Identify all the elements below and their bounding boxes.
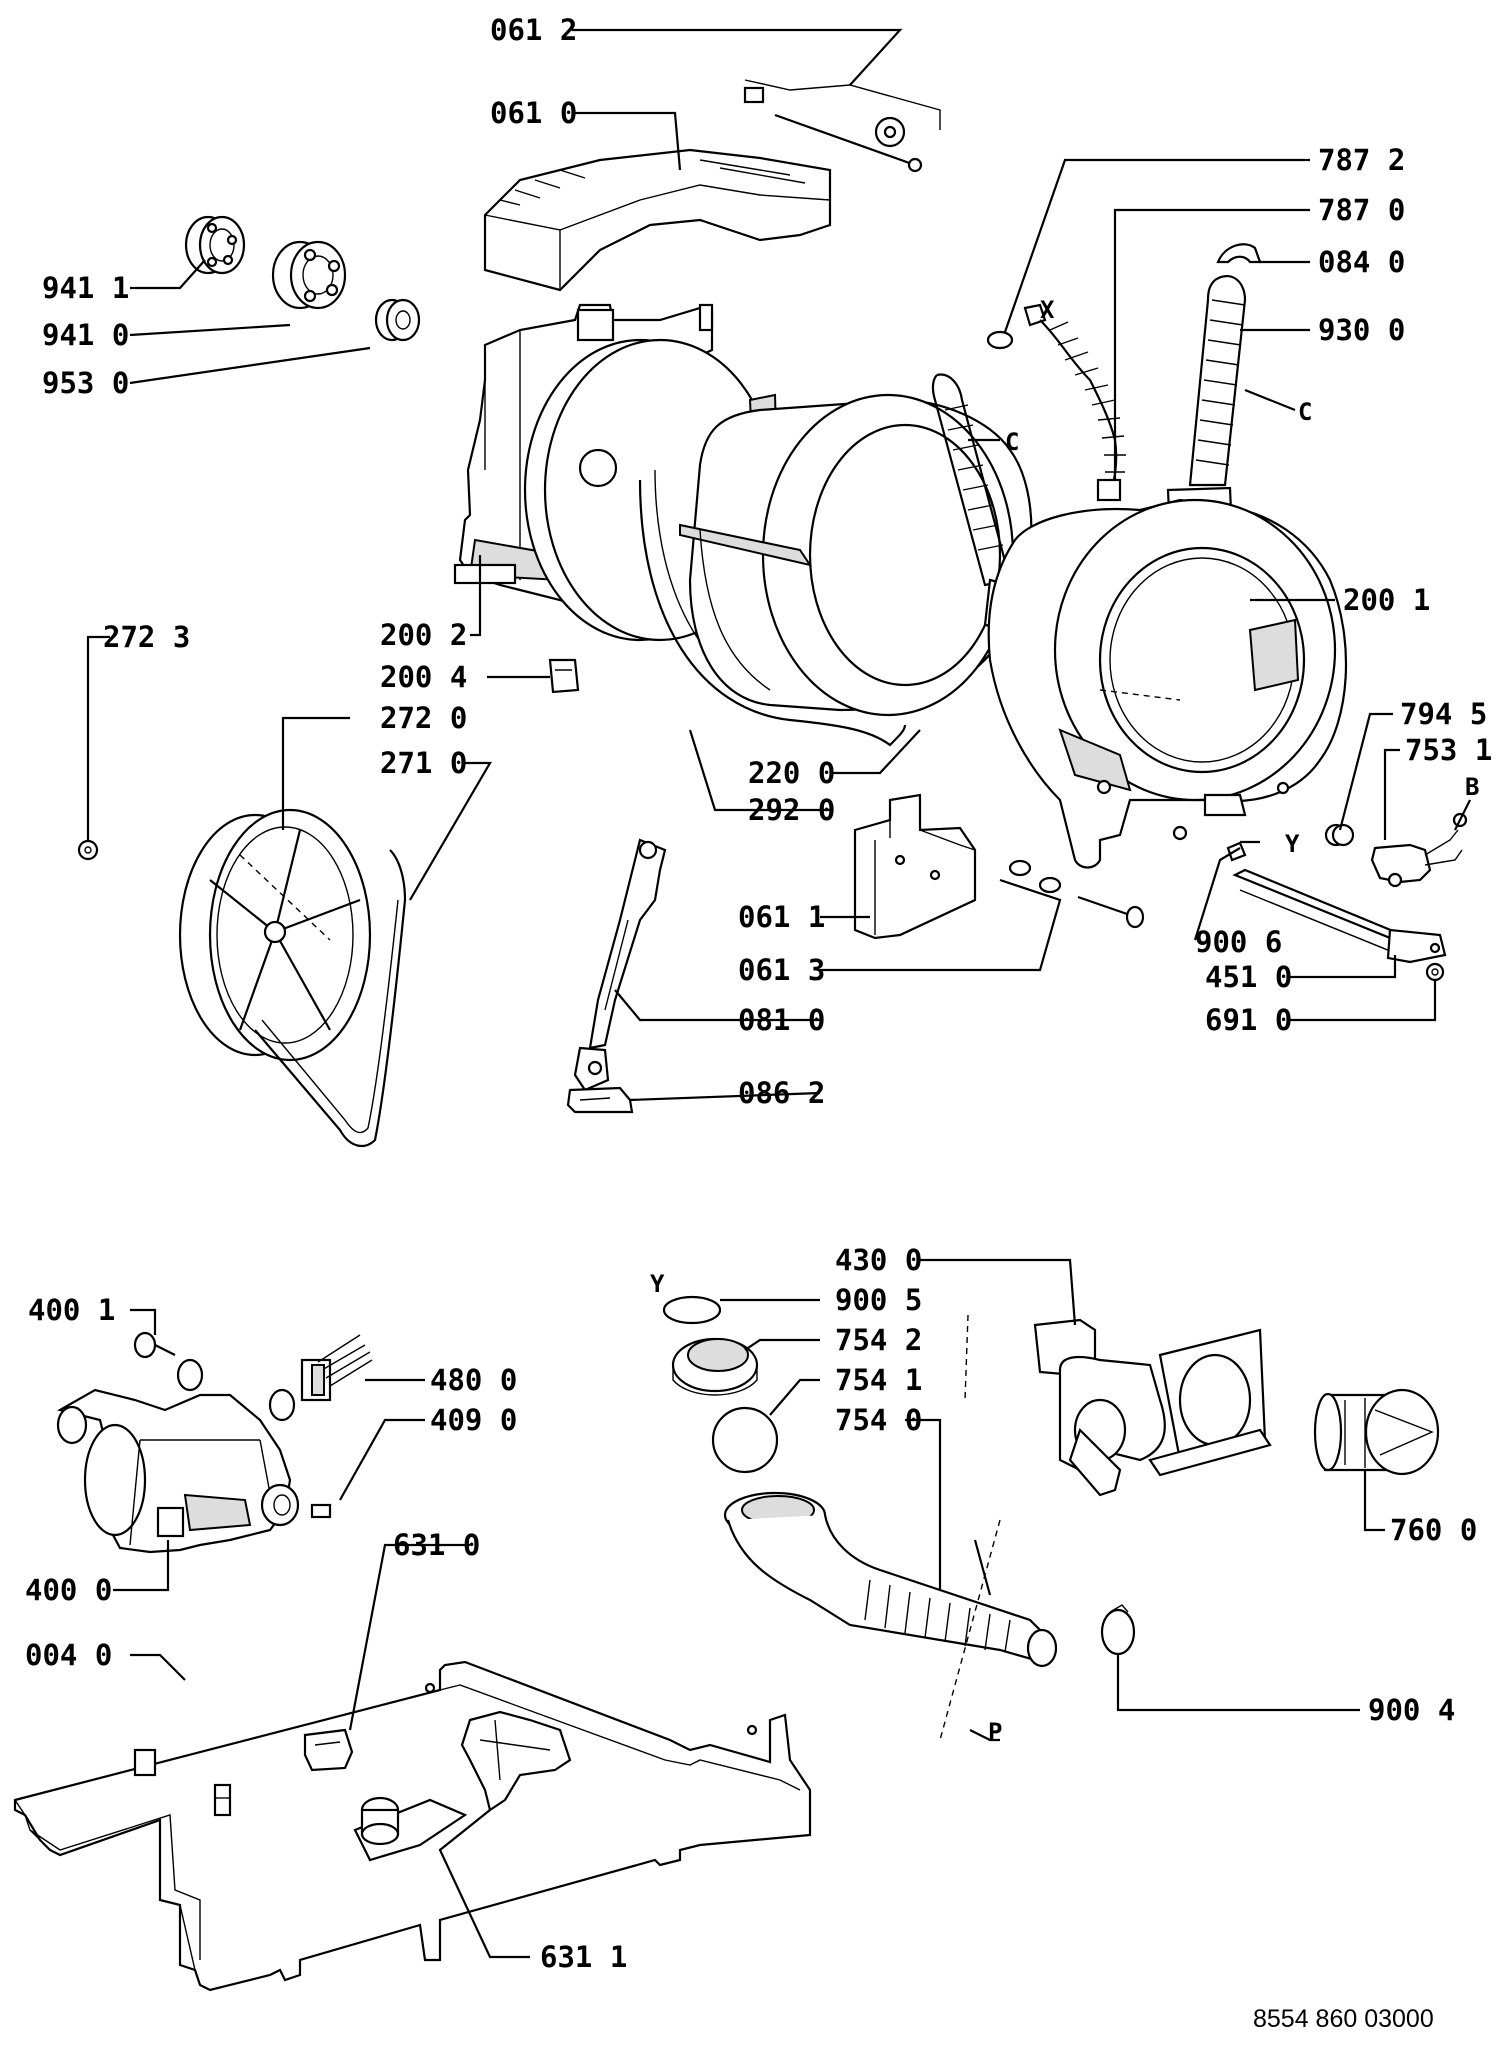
part-9411-bearing xyxy=(184,215,246,275)
part-0611-weight-block xyxy=(853,793,977,940)
part-6311-control-parts xyxy=(353,1710,572,1862)
label-0862: 086 2 xyxy=(738,1076,825,1110)
reference-number: 8554 860 03000 xyxy=(1253,2005,1434,2033)
label-9530: 953 0 xyxy=(42,366,129,400)
label-7945: 794 5 xyxy=(1400,697,1487,731)
label-2720: 272 0 xyxy=(380,701,467,735)
part-2710-belt xyxy=(254,849,407,1148)
label-4800: 480 0 xyxy=(430,1363,517,1397)
part-0612-screw-set xyxy=(743,79,941,173)
part-2001-front-tub xyxy=(987,498,1348,869)
part-0840-hose-clip xyxy=(1216,243,1262,264)
letter-y-bottom: Y xyxy=(650,1270,665,1298)
label-4510: 451 0 xyxy=(1205,960,1292,994)
part-9410-bearing xyxy=(271,240,347,310)
letter-b: B xyxy=(1465,773,1479,801)
label-9005: 900 5 xyxy=(835,1283,922,1317)
label-9410: 941 0 xyxy=(42,318,129,352)
part-4001-brush xyxy=(133,1331,176,1359)
part-0862-bracket xyxy=(566,1086,634,1114)
part-2723-nut xyxy=(77,839,99,861)
letter-callouts: X C C B Y Y P xyxy=(650,296,1479,1746)
label-7870: 787 0 xyxy=(1318,193,1405,227)
label-2002: 200 2 xyxy=(380,618,467,652)
letter-y-top: Y xyxy=(1285,830,1300,858)
label-6311: 631 1 xyxy=(540,1940,627,1974)
letter-c-right: C xyxy=(1298,398,1312,426)
part-9300-spring xyxy=(1166,275,1247,537)
label-9300: 930 0 xyxy=(1318,313,1405,347)
label-9411: 941 1 xyxy=(42,271,129,305)
part-2004-clip xyxy=(548,658,580,694)
label-0613: 061 3 xyxy=(738,953,825,987)
part-drum xyxy=(679,393,1033,717)
label-9006: 900 6 xyxy=(1195,925,1282,959)
label-2710: 271 0 xyxy=(380,746,467,780)
part-0613-bolt-set xyxy=(1008,859,1145,929)
part-7540-drain-hose xyxy=(723,1491,1058,1668)
letter-c-left: C xyxy=(1005,428,1019,456)
label-0040: 004 0 xyxy=(25,1638,112,1672)
part-4510-heater xyxy=(1232,868,1447,964)
part-0810-shock-absorber xyxy=(573,838,667,1092)
part-7872-clamp xyxy=(986,330,1014,350)
letter-p: P xyxy=(988,1718,1002,1746)
label-7872: 787 2 xyxy=(1318,143,1405,177)
label-2004: 200 4 xyxy=(380,660,467,694)
part-7531-sensor xyxy=(1370,812,1468,888)
part-9004-hose-clamp xyxy=(1100,1604,1136,1656)
label-9004: 900 4 xyxy=(1368,1693,1455,1727)
label-0612: 061 2 xyxy=(490,13,577,47)
part-6310-level-switch xyxy=(303,1728,354,1772)
part-4000-motor xyxy=(56,1358,300,1554)
label-2200: 220 0 xyxy=(748,756,835,790)
label-0810: 081 0 xyxy=(738,1003,825,1037)
part-4300-pump xyxy=(1033,1318,1272,1497)
part-labels: 061 2 061 0 787 2 787 0 084 0 930 0 941 … xyxy=(25,13,1492,1974)
label-7531: 753 1 xyxy=(1405,733,1492,767)
part-4090-cap xyxy=(310,1503,332,1519)
label-2920: 292 0 xyxy=(748,793,835,827)
label-6910: 691 0 xyxy=(1205,1003,1292,1037)
label-4090: 409 0 xyxy=(430,1403,517,1437)
label-4001: 400 1 xyxy=(28,1293,115,1327)
label-2001: 200 1 xyxy=(1343,583,1430,617)
part-9005-clamp-ring xyxy=(662,1295,722,1325)
part-7870-bellow-hose xyxy=(1023,303,1126,502)
label-7541: 754 1 xyxy=(835,1363,922,1397)
part-9006-clip xyxy=(1226,841,1247,862)
label-7542: 754 2 xyxy=(835,1323,922,1357)
label-4300: 430 0 xyxy=(835,1243,922,1277)
label-4000: 400 0 xyxy=(25,1573,112,1607)
label-7540: 754 0 xyxy=(835,1403,922,1437)
part-7541-ball xyxy=(711,1406,779,1474)
part-7542-ring-seal xyxy=(671,1337,759,1396)
part-7600-filter xyxy=(1313,1388,1440,1476)
label-0611: 061 1 xyxy=(738,900,825,934)
part-2720-pulley xyxy=(178,808,372,1062)
leader-lines xyxy=(86,28,1471,1959)
letter-x: X xyxy=(1040,296,1055,324)
label-0610: 061 0 xyxy=(490,96,577,130)
label-0840: 084 0 xyxy=(1318,245,1405,279)
part-4800-connector xyxy=(300,1334,373,1402)
part-9530-seal xyxy=(374,298,421,342)
label-2723: 272 3 xyxy=(103,620,190,654)
part-6910-nut xyxy=(1425,962,1445,982)
part-0610-counterweight xyxy=(483,148,832,292)
label-7600: 760 0 xyxy=(1390,1513,1477,1547)
label-6310: 631 0 xyxy=(393,1528,480,1562)
